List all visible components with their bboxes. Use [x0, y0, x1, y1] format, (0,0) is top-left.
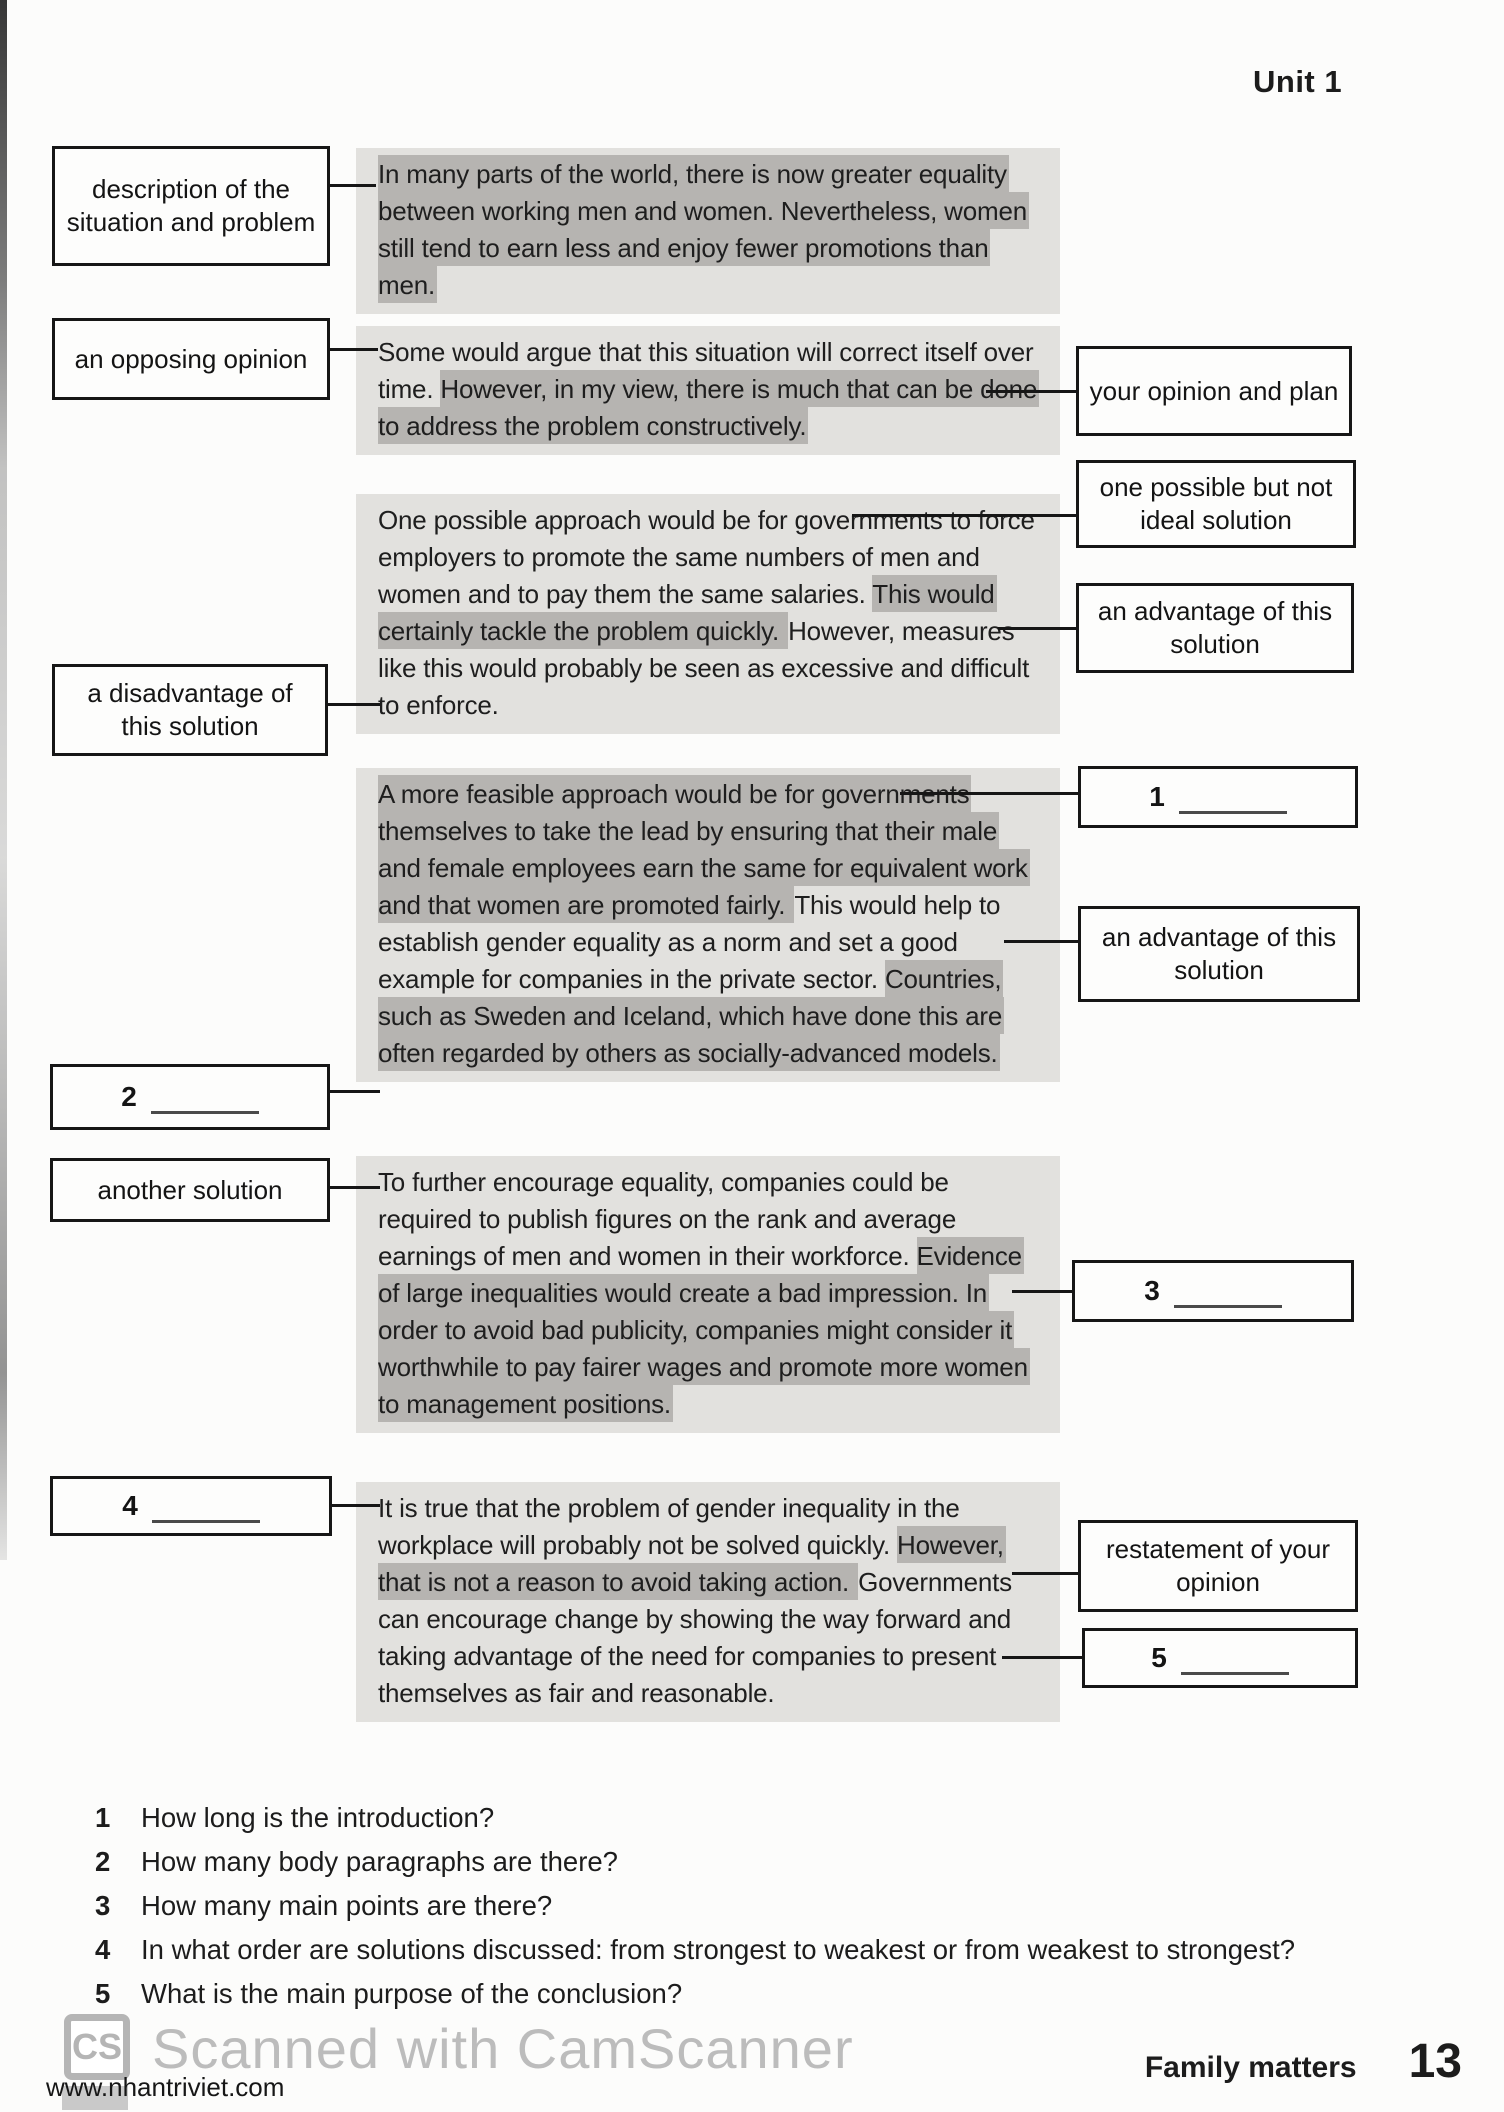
annotation-box-another-solution: another solution — [50, 1158, 330, 1222]
scan-artifact-block — [62, 2086, 128, 2110]
annotation-box-description: description of the situation and problem — [52, 146, 330, 266]
question-item: 2 How many body paragraphs are there? — [95, 1840, 1365, 1884]
connector-line — [998, 627, 1076, 630]
question-item: 3 How many main points are there? — [95, 1884, 1365, 1928]
camscanner-logo-icon: CS — [64, 2014, 130, 2080]
essay-sentence: This would help to establish gender equa… — [378, 890, 1001, 994]
connector-line — [330, 184, 376, 187]
connector-line — [1012, 1290, 1072, 1293]
essay-paragraph-solution3: To further encourage equality, companies… — [356, 1156, 1060, 1433]
page-number: 13 — [1408, 2035, 1462, 2088]
section-label: Family matters — [1144, 2051, 1357, 2084]
annotation-box-advantage-1: an advantage of this solution — [1076, 583, 1354, 673]
connector-line — [1012, 1572, 1078, 1575]
connector-line — [332, 1504, 380, 1507]
essay-sentence: Governments can encourage change by show… — [378, 1567, 1012, 1708]
connector-line — [1004, 940, 1078, 943]
website-url: www.nhantriviet.com — [46, 2072, 285, 2102]
annotation-box-disadvantage: a disadvantage of this solution — [52, 664, 328, 756]
connector-line — [1002, 1656, 1082, 1659]
connector-line — [330, 348, 378, 351]
blank-label: 4 — [122, 1489, 260, 1523]
question-number: 3 — [95, 1890, 111, 1921]
question-number: 5 — [95, 1978, 111, 2009]
question-item: 5 What is the main purpose of the conclu… — [95, 1972, 1365, 2016]
annotation-box-blank-3: 3 — [1072, 1260, 1354, 1322]
annotation-box-opposing-opinion: an opposing opinion — [52, 318, 330, 400]
question-text: How long is the introduction? — [141, 1802, 495, 1833]
annotation-label: an advantage of this solution — [1097, 596, 1333, 659]
essay-sentence: It is true that the problem of gender in… — [378, 1493, 960, 1560]
annotation-box-restatement: restatement of your opinion — [1078, 1520, 1358, 1612]
question-text: In what order are solutions discussed: f… — [141, 1934, 1296, 1965]
annotation-label: description of the situation and problem — [66, 174, 316, 237]
answer-blank-line — [150, 1111, 259, 1114]
essay-paragraph-conclusion: It is true that the problem of gender in… — [356, 1482, 1060, 1722]
annotation-label: an opposing opinion — [74, 343, 308, 374]
annotation-box-blank-1: 1 — [1078, 766, 1358, 828]
question-number: 4 — [95, 1934, 111, 1965]
highlighted-sentence: However, in my view, there is much that … — [378, 370, 1040, 444]
connector-line — [328, 703, 380, 706]
answer-blank-line — [1178, 811, 1287, 814]
connector-line — [900, 792, 1078, 795]
question-text: How many body paragraphs are there? — [141, 1846, 618, 1877]
blank-label: 2 — [121, 1080, 259, 1114]
question-item: 4 In what order are solutions discussed:… — [95, 1928, 1365, 1972]
annotation-label: another solution — [97, 1174, 283, 1205]
highlighted-sentence: In many parts of the world, there is now… — [378, 155, 1030, 303]
question-number: 1 — [95, 1802, 111, 1833]
blank-label: 3 — [1144, 1274, 1282, 1308]
annotation-label: restatement of your opinion — [1106, 1534, 1330, 1597]
essay-sentence: To further encourage equality, companies… — [378, 1167, 957, 1271]
annotation-label: a disadvantage of this solution — [87, 678, 293, 741]
unit-label: Unit 1 — [1253, 64, 1343, 99]
scan-edge-artifact — [0, 0, 7, 1560]
annotation-label: your opinion and plan — [1089, 375, 1339, 406]
connector-line — [852, 514, 1076, 517]
connector-line — [330, 1090, 380, 1093]
annotation-box-possible-solution: one possible but not ideal solution — [1076, 460, 1356, 548]
annotation-label: one possible but not ideal solution — [1099, 472, 1333, 535]
essay-paragraph-solution1: One possible approach would be for gover… — [356, 494, 1060, 734]
camscanner-watermark: Scanned with CamScanner — [152, 2017, 854, 2080]
essay-paragraph-intro: In many parts of the world, there is now… — [356, 148, 1060, 314]
highlighted-sentence: A more feasible approach would be for go… — [378, 775, 1030, 923]
question-number: 2 — [95, 1846, 111, 1877]
blank-label: 1 — [1149, 780, 1287, 814]
connector-line — [330, 1186, 380, 1189]
question-text: How many main points are there? — [141, 1890, 553, 1921]
annotation-box-blank-4: 4 — [50, 1476, 332, 1536]
essay-sentence: One possible approach would be for gover… — [378, 505, 1035, 609]
answer-blank-line — [1180, 1672, 1289, 1675]
annotation-box-blank-5: 5 — [1082, 1628, 1358, 1688]
annotation-box-advantage-2: an advantage of this solution — [1078, 906, 1360, 1002]
comprehension-questions: 1 How long is the introduction? 2 How ma… — [95, 1796, 1365, 2016]
annotation-label: an advantage of this solution — [1101, 922, 1337, 985]
essay-paragraph-solution2: A more feasible approach would be for go… — [356, 768, 1060, 1082]
question-text: What is the main purpose of the conclusi… — [141, 1978, 683, 2009]
annotation-box-blank-2: 2 — [50, 1064, 330, 1130]
blank-label: 5 — [1151, 1641, 1289, 1675]
answer-blank-line — [151, 1520, 260, 1523]
essay-sentence: However, measures like this would probab… — [378, 616, 1030, 720]
question-item: 1 How long is the introduction? — [95, 1796, 1365, 1840]
connector-line — [986, 390, 1076, 393]
essay-sentence: Some would argue that this situation wil… — [378, 337, 1034, 404]
answer-blank-line — [1173, 1305, 1282, 1308]
essay-paragraph-opinion: Some would argue that this situation wil… — [356, 326, 1060, 455]
annotation-box-your-opinion: your opinion and plan — [1076, 346, 1352, 436]
footer-right: Family matters 13 — [1145, 2034, 1462, 2089]
